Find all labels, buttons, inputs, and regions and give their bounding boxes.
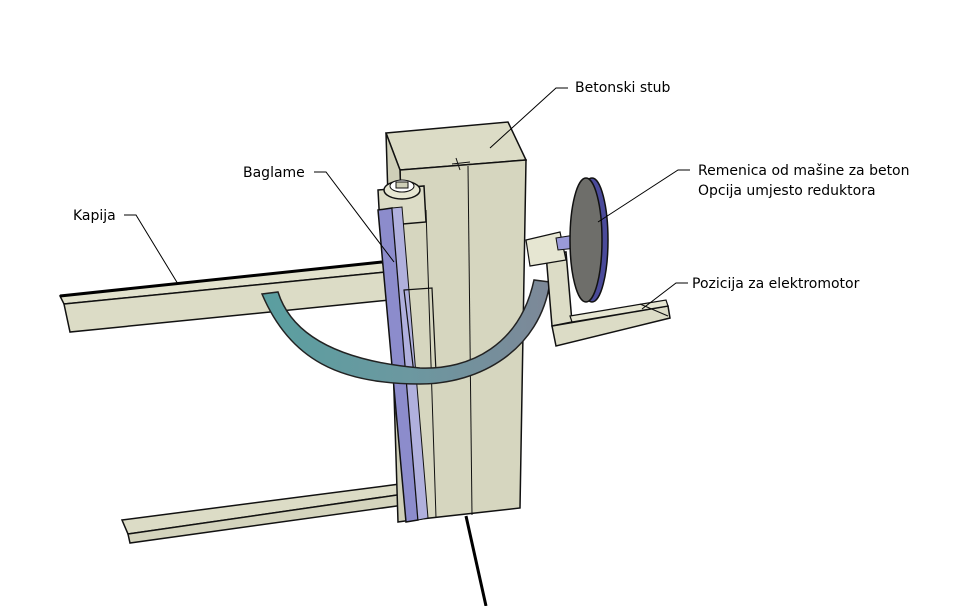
cable (464, 515, 488, 606)
pulley (569, 177, 609, 303)
leader-betonski-stub (489, 87, 568, 149)
label-pozicija: Pozicija za elektromotor (692, 276, 860, 292)
upper-gate-beam (58, 260, 391, 333)
leader-pozicija (641, 282, 688, 310)
leader-kapija (124, 214, 179, 285)
leader-lines (124, 87, 690, 310)
lower-gate-beam (120, 483, 406, 544)
label-betonski-stub: Betonski stub (575, 80, 671, 96)
leader-baglame (314, 171, 395, 263)
label-remenica-line1: Remenica od mašine za beton (698, 163, 910, 179)
motor-bracket (545, 251, 671, 347)
concrete-pillar (384, 121, 528, 523)
leader-remenica (597, 169, 690, 223)
label-remenica-line2: Opcija umjesto reduktora (698, 183, 876, 199)
label-baglame: Baglame (243, 165, 305, 181)
label-kapija: Kapija (73, 208, 116, 224)
